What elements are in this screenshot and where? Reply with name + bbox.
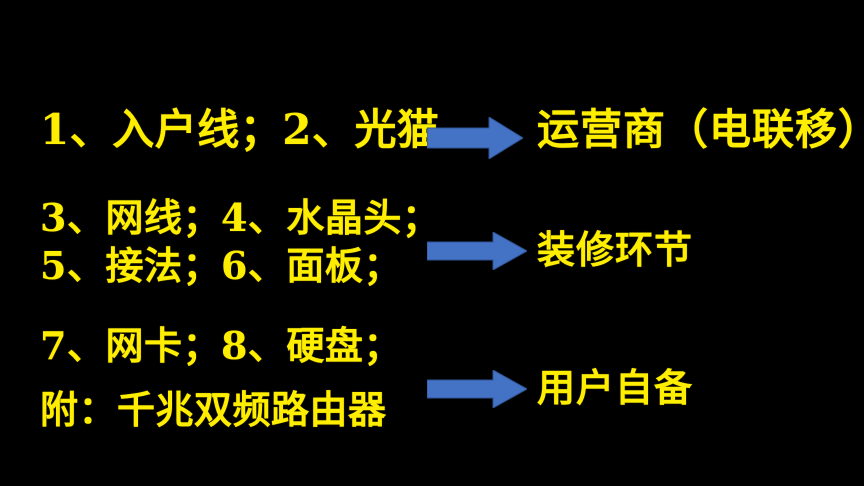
right-arrow-icon bbox=[427, 117, 523, 159]
block-3-line-2: 附：千兆双频路由器 bbox=[40, 387, 387, 432]
block-1-item-list: 1、入户线；2、光猫 bbox=[40, 104, 439, 156]
block-1-line-1: 1、入户线；2、光猫 bbox=[40, 105, 440, 154]
block-1-result-label: 运营商（电联移） bbox=[537, 105, 864, 154]
block-2-item-list: 3、网线；4、水晶头； 5、接法；6、面板； bbox=[40, 194, 440, 290]
block-2-result-label: 装修环节 bbox=[537, 227, 694, 272]
right-arrow-icon bbox=[427, 370, 527, 408]
block-3-item-list: 7、网卡；8、硬盘； 附：千兆双频路由器 bbox=[40, 322, 402, 434]
block-2-line-2: 5、接法；6、面板； bbox=[40, 243, 402, 288]
block-3-result-label: 用户自备 bbox=[537, 365, 694, 410]
block-3-line-1: 7、网卡；8、硬盘； bbox=[40, 323, 402, 368]
block-2-line-1: 3、网线；4、水晶头； bbox=[40, 195, 441, 240]
right-arrow-icon bbox=[427, 232, 527, 270]
